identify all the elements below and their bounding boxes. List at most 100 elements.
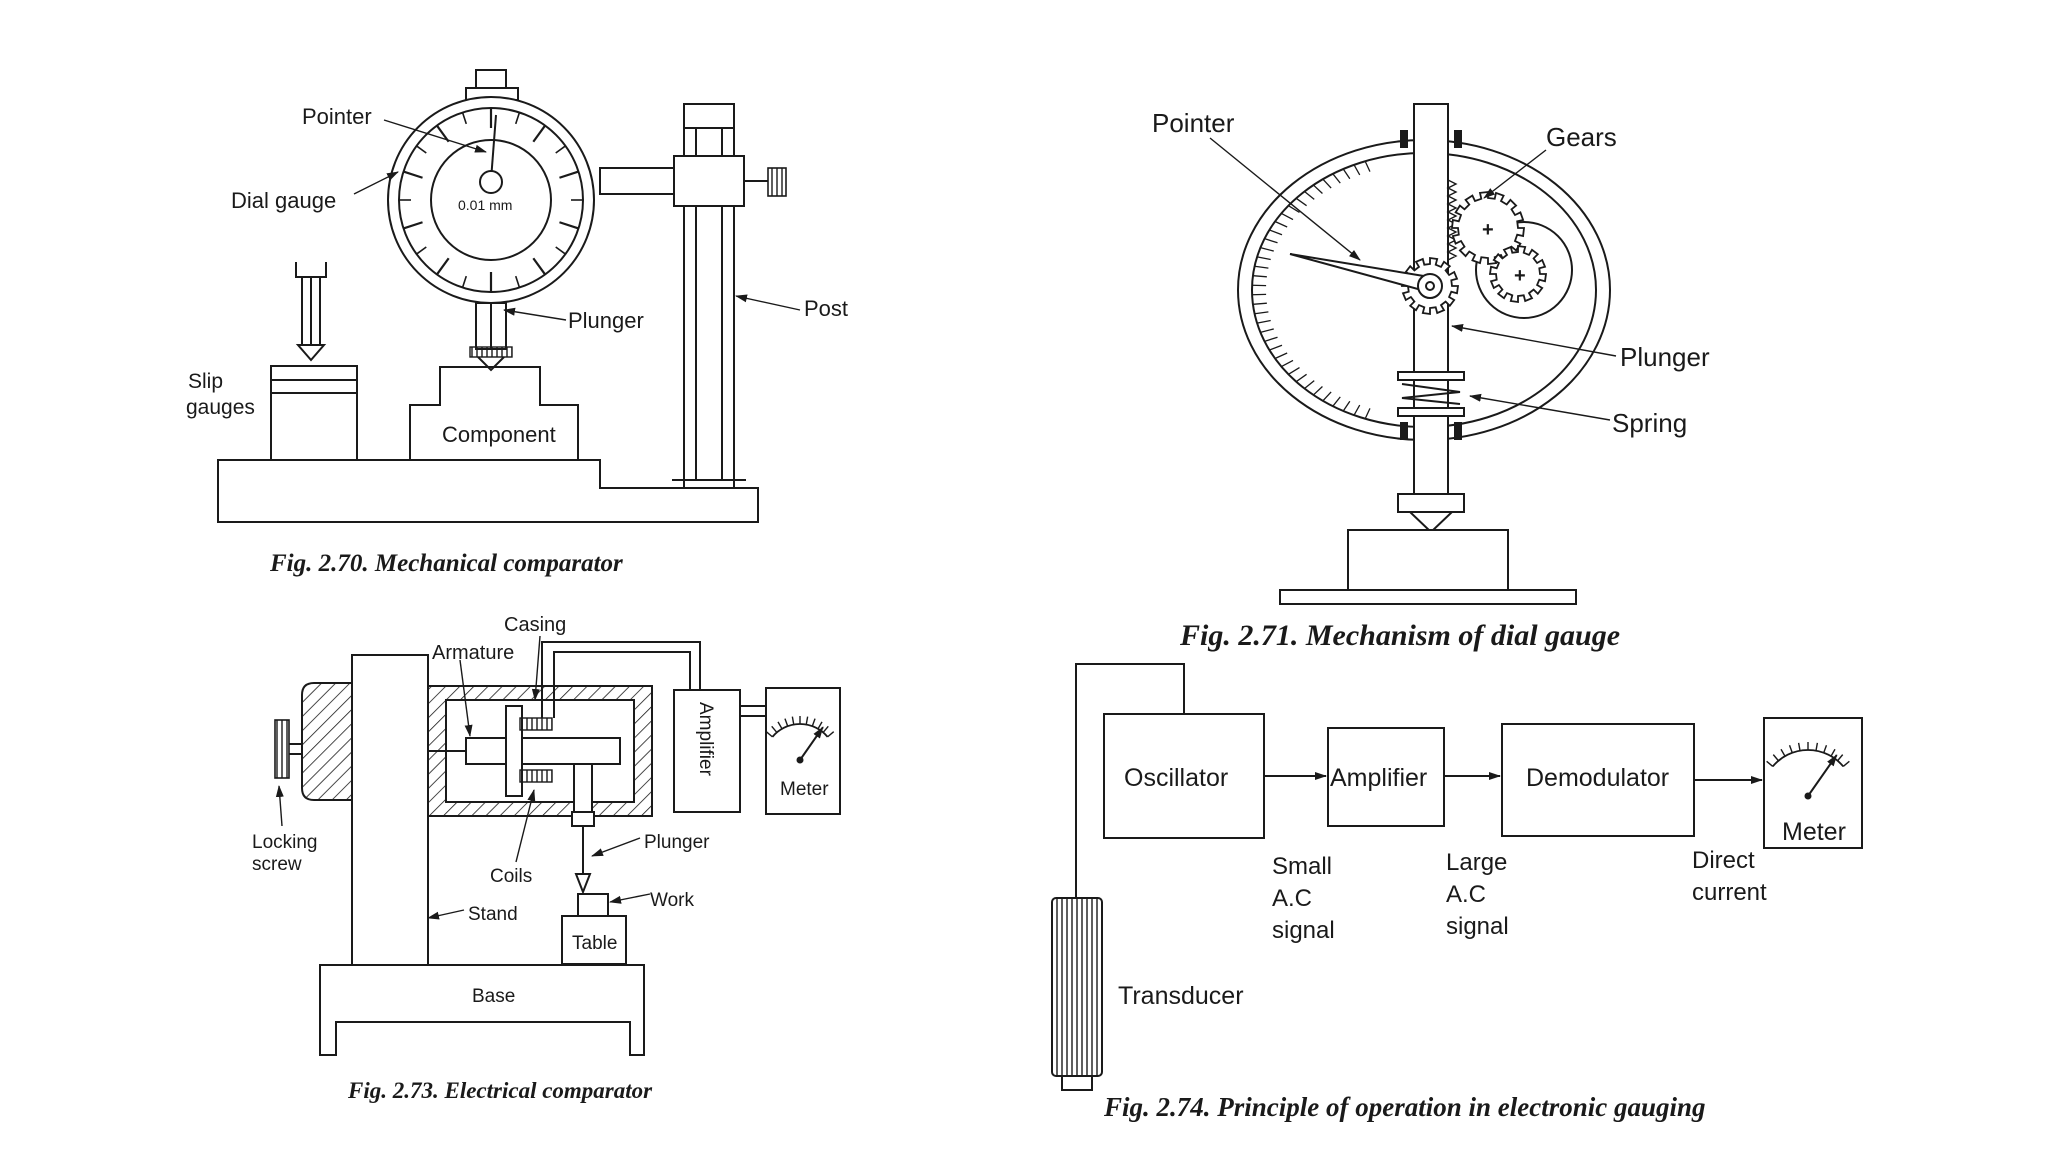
base-label: Base: [472, 986, 515, 1007]
locking-screw: [275, 720, 289, 778]
large-signal-label-3: signal: [1446, 913, 1509, 940]
scale-tick: [1799, 743, 1800, 751]
scale-tick: [1265, 337, 1278, 341]
locking-screw-label-2: screw: [252, 854, 302, 875]
scale-tick: [1323, 392, 1331, 401]
scale-tick: [1288, 368, 1299, 375]
coil-bottom: [520, 770, 552, 782]
amplifier-label: Amplifier: [1330, 764, 1427, 792]
scale-tick: [1767, 761, 1773, 766]
amplifier-label: Amplifier: [695, 702, 716, 777]
work-label: Work: [650, 890, 694, 911]
scale-tick: [1281, 360, 1293, 366]
slip-gauges-label-1: Slip: [188, 370, 223, 393]
caption-fig-2-71: Fig. 2.71. Mechanism of dial gauge: [1179, 619, 1620, 652]
small-signal-label-3: signal: [1272, 917, 1335, 944]
small-signal-label-2: A.C: [1272, 885, 1312, 912]
plunger-label: Plunger: [1620, 342, 1710, 372]
transducer-label: Transducer: [1118, 982, 1244, 1010]
armature: [466, 738, 620, 764]
spring-label: Spring: [1612, 408, 1687, 438]
scale-tick: [1265, 239, 1278, 243]
meter-pivot: [1805, 793, 1812, 800]
fig-2-74-electronic-gauging: Oscillator Amplifier Demodulator Meter S…: [1052, 664, 1862, 1122]
meter-pivot: [797, 757, 804, 764]
gears-label: Gears: [1546, 122, 1617, 152]
caption-fig-2-74: Fig. 2.74. Principle of operation in ele…: [1103, 1092, 1706, 1122]
dial-face-label: 0.01 mm: [458, 197, 512, 213]
scale-tick: [1365, 408, 1370, 418]
scale-tick: [1313, 387, 1322, 395]
armature-label: Armature: [432, 642, 514, 664]
plunger-tip: [470, 347, 512, 357]
fig-2-71-dial-gauge-mechanism: + + Pointer Gears Plunger Spring Fig. 2.…: [1152, 104, 1710, 652]
clamp-screw: [768, 168, 786, 196]
work: [578, 894, 608, 916]
scale-tick: [1253, 276, 1267, 277]
scale-tick: [1824, 745, 1827, 753]
scale-tick: [1323, 179, 1331, 188]
pointer-label: Pointer: [1152, 108, 1235, 138]
scale-tick: [1313, 185, 1322, 193]
scale-tick: [1257, 257, 1271, 260]
workpiece: [1348, 530, 1508, 590]
scale-tick: [1343, 401, 1350, 411]
gear-center-mark-2: +: [1514, 265, 1526, 287]
scale-tick: [1354, 405, 1360, 415]
base-plate: [1280, 590, 1576, 604]
scale-tick: [1257, 320, 1271, 323]
direct-current-label-2: current: [1692, 879, 1767, 906]
scale-tick: [1275, 353, 1287, 359]
stand-label: Stand: [468, 904, 518, 925]
slip-gauges-label-2: gauges: [186, 396, 255, 419]
base: [320, 965, 644, 1055]
coil-top: [520, 718, 552, 730]
scale-tick: [1275, 222, 1287, 228]
scale-tick: [1305, 191, 1315, 199]
dial-scale-arc: [1252, 161, 1370, 418]
scale-tick: [1816, 743, 1817, 751]
caption-fig-2-73: Fig. 2.73. Electrical comparator: [347, 1078, 653, 1103]
large-signal-label-1: Large: [1446, 849, 1507, 876]
component-label: Component: [442, 422, 556, 447]
scale-tick: [1333, 174, 1340, 183]
scale-tick: [1354, 165, 1360, 175]
scale-tick: [1296, 198, 1306, 205]
coils-label: Coils: [490, 866, 532, 887]
scale-tick: [1253, 303, 1267, 304]
direct-current-label-1: Direct: [1692, 847, 1755, 874]
fig-2-70-mechanical-comparator: 0.01 mm Pointer Dial gauge Plunger Post …: [186, 70, 848, 577]
casing-label: Casing: [504, 614, 566, 636]
scale-tick: [1365, 161, 1370, 171]
scale-tick: [1296, 374, 1306, 381]
meter-label: Meter: [780, 779, 829, 800]
oscillator-label: Oscillator: [1124, 764, 1228, 792]
scale-tick: [1269, 345, 1282, 350]
post-label: Post: [804, 296, 848, 321]
plunger-label: Plunger: [568, 308, 644, 333]
scale-tick: [1790, 745, 1793, 753]
scale-tick: [1773, 755, 1778, 761]
scale-tick: [1305, 381, 1315, 389]
meter-label: Meter: [1782, 818, 1846, 846]
plunger: [576, 826, 590, 892]
spring: [1402, 384, 1460, 404]
scale-tick: [1255, 312, 1269, 314]
pointer-label: Pointer: [302, 104, 372, 129]
demodulator-label: Demodulator: [1526, 764, 1669, 792]
caption-fig-2-70: Fig. 2.70. Mechanical comparator: [269, 550, 623, 577]
large-signal-label-2: A.C: [1446, 881, 1486, 908]
scale-tick: [1838, 755, 1843, 761]
small-signal-label-1: Small: [1272, 853, 1332, 880]
clamp-block: [302, 683, 352, 800]
scale-tick: [1343, 169, 1350, 179]
scale-tick: [1260, 248, 1273, 251]
scale-tick: [1333, 397, 1340, 406]
meter-scale: [1767, 742, 1850, 800]
clamp: [674, 156, 744, 206]
scale-tick: [1260, 329, 1273, 332]
meter-needle: [1808, 755, 1837, 796]
scale-tick: [1781, 749, 1785, 756]
scale-tick: [1843, 761, 1849, 766]
